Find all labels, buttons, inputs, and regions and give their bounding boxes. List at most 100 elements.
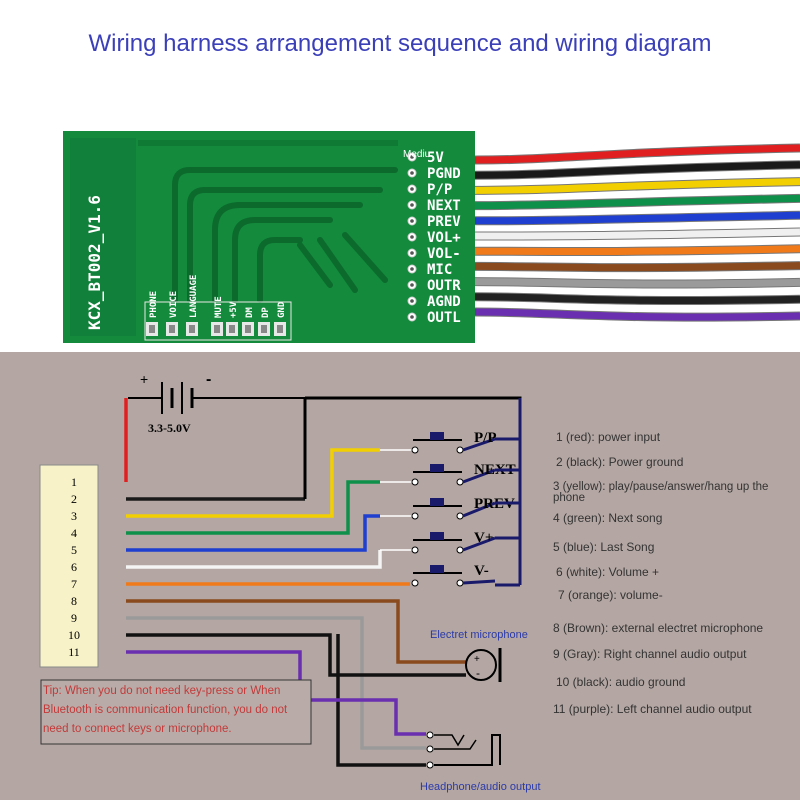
pad-label: OUTR xyxy=(427,278,461,294)
headphone-label: Headphone/audio output xyxy=(420,781,541,793)
pad-label: NEXT xyxy=(427,198,461,214)
ribbon-wire-9 xyxy=(474,278,800,288)
wire-8-brown xyxy=(126,599,466,664)
pad-6: VOL+ xyxy=(407,230,461,246)
battery-minus-sign: - xyxy=(206,371,211,388)
ribbon-wire-2 xyxy=(474,161,800,179)
pad-label: PGND xyxy=(427,166,461,182)
pad-11: OUTL xyxy=(407,310,461,326)
pad-3: P/P xyxy=(407,182,452,198)
battery-plus-sign: + xyxy=(140,371,148,387)
board-model-label: KCX_BT002_V1.6 xyxy=(85,195,104,330)
ribbon-wire-10 xyxy=(474,293,800,305)
pin-description: 3 (yellow): play/pause/answer/hang up th… xyxy=(553,481,768,504)
connector-pin-label: 2 xyxy=(71,492,77,506)
connector-pin-label: 10 xyxy=(68,628,80,642)
battery-symbol: + - 3.3-5.0V xyxy=(128,371,305,435)
ribbon-wire-11 xyxy=(474,308,800,321)
wire-9-gray xyxy=(126,616,426,750)
tip-box xyxy=(40,679,312,745)
pad-label: P/P xyxy=(427,182,452,198)
ribbon-wire-6 xyxy=(474,228,800,240)
pin-description: 2 (black): Power ground xyxy=(556,455,683,469)
ribbon-wire-8 xyxy=(474,262,800,272)
bottom-pad-8: GND xyxy=(274,301,287,336)
microphone-label: Electret microphone xyxy=(430,629,528,641)
pad-label: 5V xyxy=(427,150,444,166)
pad-label: VOL+ xyxy=(427,230,461,246)
bottom-pad-label: MUTE xyxy=(214,296,224,318)
pad-10: AGND xyxy=(407,294,461,310)
wire-3-yellow xyxy=(126,448,380,518)
bottom-pad-label: DM xyxy=(245,307,255,318)
pin-description: 11 (purple): Left channel audio output xyxy=(553,702,752,716)
bottom-pad-label: +5V xyxy=(229,301,239,318)
battery-voltage-label: 3.3-5.0V xyxy=(148,421,191,435)
pad-label: OUTL xyxy=(427,310,461,326)
bottom-pad-7: DP xyxy=(258,307,271,336)
pin-description: 4 (green): Next song xyxy=(553,511,662,525)
key-switch-3: PREV xyxy=(380,496,515,520)
key-label: V+ xyxy=(474,530,493,546)
pin-description: 7 (orange): volume- xyxy=(558,588,663,602)
bottom-pad-label: LANGUAGE xyxy=(189,275,199,318)
key-label: NEXT xyxy=(474,462,516,478)
bottom-pad-1: PHONE xyxy=(146,291,159,336)
page-title: Wiring harness arrangement sequence and … xyxy=(88,30,712,57)
bottom-pad-label: DP xyxy=(261,307,271,318)
pin-description: 9 (Gray): Right channel audio output xyxy=(553,647,747,661)
pad-label: PREV xyxy=(427,214,461,230)
wire-10-black xyxy=(126,633,466,767)
wire-4-green xyxy=(126,480,380,535)
ribbon-wire-1 xyxy=(474,144,800,164)
wire-11-purple xyxy=(126,650,426,736)
ribbon-wire-5 xyxy=(474,211,800,225)
pad-label: MIC xyxy=(427,262,452,278)
connector-pin-label: 5 xyxy=(71,543,77,557)
connector-pin-label: 4 xyxy=(71,526,77,540)
pad-label: VOL- xyxy=(427,246,461,262)
tip-text: Tip: When you do not need key-press or W… xyxy=(43,685,288,735)
pin-description: 10 (black): audio ground xyxy=(556,675,685,689)
electret-microphone: + - Electret microphone xyxy=(430,629,528,682)
key-switch-4: V+ xyxy=(380,530,496,554)
mediu-label: Mediu xyxy=(403,149,430,160)
headphone-jack: Headphone/audio output xyxy=(420,731,541,793)
key-switch-5: V- xyxy=(411,563,496,587)
key-switches: P/P NEXT PREV V+ V- xyxy=(380,398,522,587)
pin-description: 8 (Brown): external electret microphone xyxy=(553,621,763,635)
connector-pin-label: 1 xyxy=(71,475,77,489)
connector-pin-label: 6 xyxy=(71,560,77,574)
svg-text:+: + xyxy=(474,654,480,665)
wire-6-white xyxy=(126,550,382,569)
pad-2: PGND xyxy=(407,166,461,182)
pad-1: 5V xyxy=(407,150,444,166)
key-switch-2: NEXT xyxy=(380,462,516,486)
pin-description: 6 (white): Volume + xyxy=(556,565,659,579)
wire-ribbon xyxy=(474,143,800,322)
pad-label: AGND xyxy=(427,294,461,310)
connector-pin-label: 11 xyxy=(68,645,80,659)
pad-8: MIC xyxy=(407,262,452,278)
ribbon-wire-7 xyxy=(474,245,800,256)
connector-pin-label: 8 xyxy=(71,594,77,608)
pad-7: VOL- xyxy=(407,246,461,262)
pad-4: NEXT xyxy=(407,198,461,214)
connector-pin-label: 3 xyxy=(71,509,77,523)
ribbon-wire-3 xyxy=(474,178,800,194)
ribbon-wire-4 xyxy=(474,194,800,210)
key-switch-1: P/P xyxy=(380,430,497,454)
bottom-pad-2: VOICE xyxy=(166,291,179,336)
key-label: P/P xyxy=(474,430,497,446)
bottom-pad-5: +5V xyxy=(226,301,239,336)
pin-description: 1 (red): power input xyxy=(556,430,661,444)
connector-pin-label: 7 xyxy=(71,577,77,591)
harness-connector xyxy=(39,464,99,668)
connector-pin-label: 9 xyxy=(71,611,77,625)
pin-descriptions: 1 (red): power input 2 (black): Power gro… xyxy=(553,430,768,716)
bottom-pad-6: DM xyxy=(242,307,255,336)
pin-description: 5 (blue): Last Song xyxy=(553,540,654,554)
